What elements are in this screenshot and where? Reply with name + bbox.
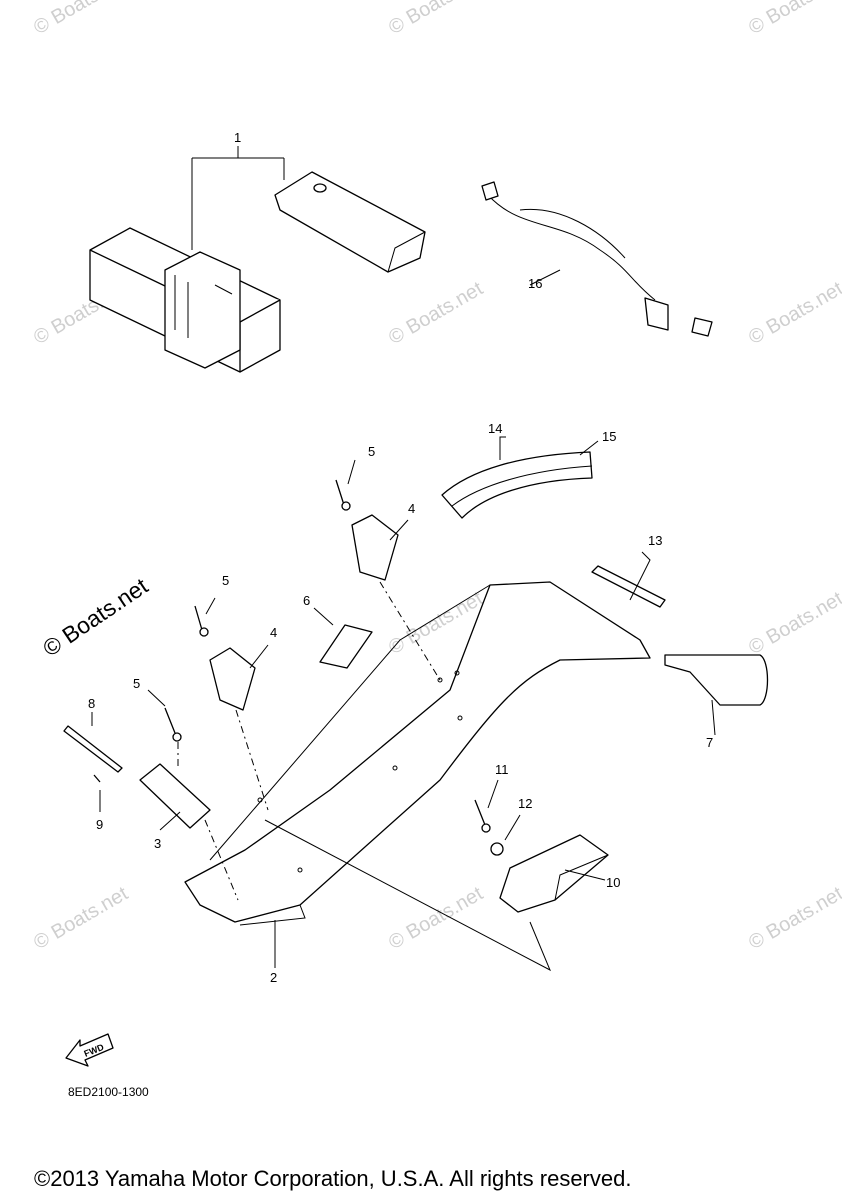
part-9-pin bbox=[93, 774, 101, 783]
callout-12: 12 bbox=[518, 796, 532, 811]
part-6-label-plate bbox=[319, 624, 373, 669]
callout-16: 16 bbox=[528, 276, 542, 291]
callout-6: 6 bbox=[303, 593, 310, 608]
part-4-bracket-upper bbox=[351, 514, 441, 681]
part-13-strip bbox=[591, 565, 666, 608]
part-14-15-pad bbox=[441, 436, 599, 519]
callout-5-mid: 5 bbox=[222, 573, 229, 588]
copyright-notice: ©2013 Yamaha Motor Corporation, U.S.A. A… bbox=[34, 1166, 632, 1191]
part-4-bracket-lower bbox=[209, 644, 269, 811]
callout-2: 2 bbox=[270, 970, 277, 985]
callout-5-top: 5 bbox=[368, 444, 375, 459]
part-10-bracket bbox=[264, 819, 609, 972]
part-5-bolts bbox=[147, 459, 356, 770]
callout-8: 8 bbox=[88, 696, 95, 711]
part-12-nut bbox=[490, 842, 504, 856]
part-1-cover-group bbox=[89, 146, 426, 373]
callout-4-top: 4 bbox=[408, 501, 415, 516]
part-16-cable bbox=[481, 181, 713, 337]
fwd-arrow-icon: FWD bbox=[65, 1033, 114, 1067]
callout-7: 7 bbox=[706, 735, 713, 750]
callout-13: 13 bbox=[648, 533, 662, 548]
callout-10: 10 bbox=[606, 875, 620, 890]
part-2-liner bbox=[184, 581, 651, 968]
callout-11: 11 bbox=[495, 762, 509, 777]
callout-14: 14 bbox=[488, 421, 502, 436]
callout-5-low: 5 bbox=[133, 676, 140, 691]
callout-1: 1 bbox=[234, 130, 241, 145]
part-number: 8ED2100-1300 bbox=[68, 1085, 149, 1099]
callout-9: 9 bbox=[96, 817, 103, 832]
callout-15: 15 bbox=[602, 429, 616, 444]
callout-4-mid: 4 bbox=[270, 625, 277, 640]
part-8-bolt bbox=[63, 725, 123, 773]
callout-3: 3 bbox=[154, 836, 161, 851]
part-11-bolt bbox=[474, 799, 486, 826]
part-7-handle bbox=[664, 654, 769, 706]
part-3-bracket bbox=[139, 763, 239, 901]
